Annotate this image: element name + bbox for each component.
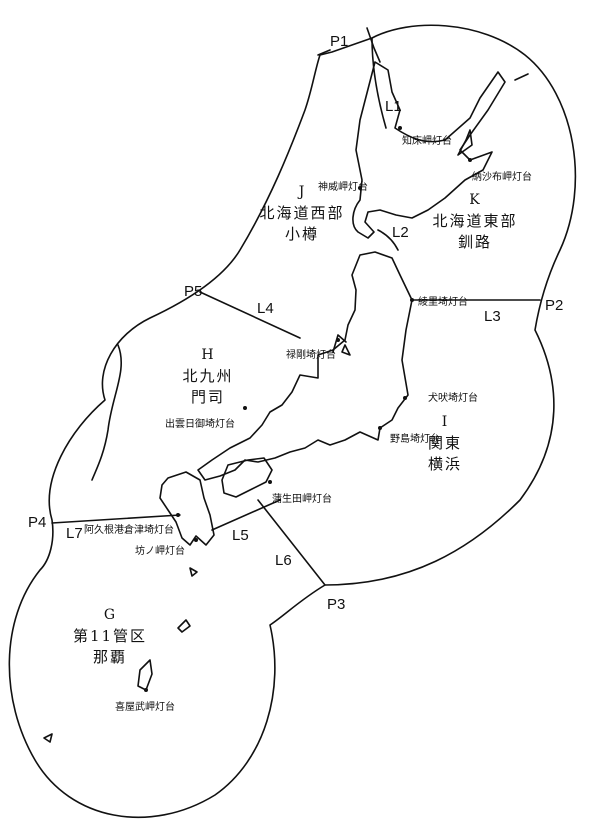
region-j-city: 小樽 xyxy=(284,225,319,243)
lighthouse-dot-nosappu xyxy=(468,158,472,162)
lighthouse-dot-inubo xyxy=(403,396,407,400)
region-h-city: 門司 xyxy=(190,388,225,406)
lighthouse-shiretoko-label: 知床岬灯台 xyxy=(402,136,452,147)
boundary-l1 xyxy=(371,37,387,129)
line-l1-label: L1 xyxy=(385,98,402,115)
region-g-label: G 第11管区 那覇 xyxy=(60,605,160,668)
boundary-korea-coast xyxy=(91,344,122,481)
region-g-city: 那覇 xyxy=(92,648,127,666)
region-k-city: 釧路 xyxy=(457,233,492,251)
lighthouse-dot-izumo xyxy=(243,406,247,410)
point-p2-label: P2 xyxy=(545,297,564,314)
line-l2-label: L2 xyxy=(392,224,409,241)
lighthouse-dot-ryori xyxy=(410,298,414,302)
lighthouse-dot-akune xyxy=(176,513,180,517)
line-l6-label: L6 xyxy=(275,552,292,569)
yakushima-island xyxy=(189,567,198,577)
sado-island xyxy=(341,344,351,356)
region-k-letter: K xyxy=(469,192,481,208)
lighthouse-rokugo-label: 禄剛埼灯台 xyxy=(286,350,336,361)
boundary-l5 xyxy=(211,499,281,531)
lighthouse-dot-kyan xyxy=(144,688,148,692)
lighthouse-izumo-label: 出雲日御埼灯台 xyxy=(165,419,235,430)
lighthouse-inubo-label: 犬吠埼灯台 xyxy=(428,393,478,404)
point-p3-label: P3 xyxy=(327,596,346,613)
region-h-letter: H xyxy=(201,347,215,363)
etorofu-island xyxy=(514,73,529,81)
line-l7-label: L7 xyxy=(66,525,83,542)
lighthouse-kamui-label: 神威岬灯台 xyxy=(318,182,368,193)
kyushu-coast xyxy=(159,471,215,546)
line-l4-label: L4 xyxy=(257,300,274,317)
honshu-coast xyxy=(197,251,413,481)
region-k-label: K 北海道東部 釧路 xyxy=(425,190,525,253)
lighthouse-dot-kamui xyxy=(358,186,362,190)
region-i-label: I 関東 横浜 xyxy=(415,412,475,475)
boundary-l4 xyxy=(199,291,301,339)
line-l5-label: L5 xyxy=(232,527,249,544)
lighthouse-kyan-label: 喜屋武岬灯台 xyxy=(115,702,175,713)
hokkaido-coast xyxy=(352,61,506,239)
lighthouse-dot-bonotsu xyxy=(194,538,198,542)
lighthouse-dot-rokugo xyxy=(336,338,340,342)
region-i-city: 横浜 xyxy=(427,455,462,473)
miyako-island xyxy=(43,733,53,743)
lighthouse-dot-nojima xyxy=(378,426,382,430)
kunashiri-island xyxy=(457,129,473,156)
lighthouse-akune-label: 阿久根港倉津埼灯台 xyxy=(84,525,174,536)
region-j-name: 北海道西部 xyxy=(259,204,345,222)
region-i-name: 関東 xyxy=(427,434,462,452)
boundary-l6 xyxy=(257,499,326,586)
point-p4-label: P4 xyxy=(28,514,47,531)
lighthouse-dot-shiretoko xyxy=(398,126,402,130)
region-g-name: 第11管区 xyxy=(72,627,148,645)
lighthouse-dot-gamoda xyxy=(268,480,272,484)
point-p1-label: P1 xyxy=(330,33,349,50)
lighthouse-nojima-label: 野島埼灯台 xyxy=(390,434,440,445)
amami-island xyxy=(177,619,191,633)
shikoku-coast xyxy=(221,457,273,498)
region-i-letter: I xyxy=(441,414,449,430)
region-j-label: J 北海道西部 小樽 xyxy=(257,182,347,245)
zone-outer-boundary xyxy=(8,24,577,819)
noto-peninsula xyxy=(332,334,347,353)
boundary-l7 xyxy=(51,514,181,524)
okinawa-island xyxy=(137,659,153,691)
region-j-letter: J xyxy=(298,184,306,200)
lighthouse-gamoda-label: 蒲生田岬灯台 xyxy=(272,494,332,505)
sakhalin-tip xyxy=(366,27,381,63)
region-h-name: 北九州 xyxy=(182,367,234,385)
region-g-letter: G xyxy=(103,607,117,623)
region-k-name: 北海道東部 xyxy=(432,212,518,230)
lighthouse-ryori-label: 綾里埼灯台 xyxy=(418,297,468,308)
boundary-l2 xyxy=(377,229,399,251)
boundary-p1-stub xyxy=(317,49,331,56)
region-h-label: H 北九州 門司 xyxy=(168,345,248,408)
line-l3-label: L3 xyxy=(484,308,501,325)
point-p5-label: P5 xyxy=(184,283,203,300)
lighthouse-bonotsu-label: 坊ノ岬灯台 xyxy=(135,546,185,557)
lighthouse-nosappu-label: 納沙布岬灯台 xyxy=(472,172,532,183)
